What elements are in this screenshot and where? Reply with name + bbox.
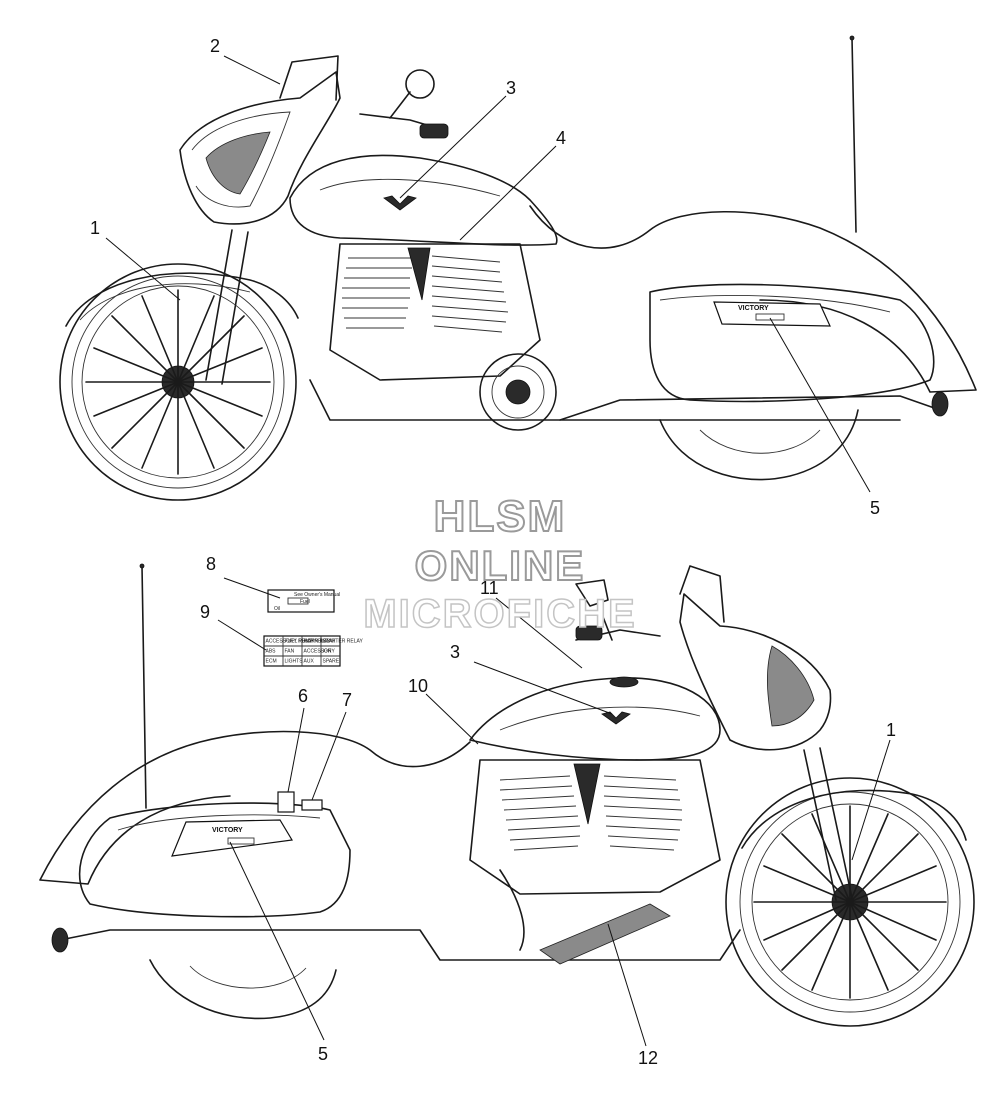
callout-10: 10 <box>408 676 428 696</box>
decal-6 <box>277 791 295 813</box>
exhaust-top <box>309 379 941 421</box>
windshield-top <box>279 55 339 101</box>
callout-7: 7 <box>342 690 352 710</box>
motorcycle-left-view: VICTORY <box>39 563 975 1027</box>
decal-9-cell: SPARE <box>323 659 340 665</box>
decal-9-cell: STARTER RELAY <box>323 639 364 645</box>
tank-logo-decal-top <box>383 195 417 211</box>
engine-top <box>329 243 557 431</box>
callout-2: 2 <box>210 36 220 56</box>
decal-9-cell: FAN <box>285 649 295 655</box>
front-fork-bottom <box>803 747 853 901</box>
leader-lines <box>105 55 891 1047</box>
fairing-top <box>179 71 341 225</box>
antenna-bottom <box>141 565 147 809</box>
decal-9-cell: ABS <box>266 649 277 655</box>
badge-text-bottom: VICTORY <box>212 827 243 834</box>
front-fender-top <box>65 272 299 327</box>
front-fender-bottom <box>741 789 967 849</box>
decal-9-cell: AUX <box>304 659 315 665</box>
decal-8-text-1: See Owner's Manual <box>294 592 340 598</box>
fuel-tank-bottom <box>469 677 721 761</box>
front-wheel-top <box>59 263 297 501</box>
windshield-bottom <box>679 565 725 623</box>
decal-9-cell: HORN RELAY <box>304 639 337 645</box>
mirror-top <box>405 69 435 99</box>
badge-text-top: VICTORY <box>738 305 769 312</box>
decal-9-cell: FUEL PUMP RELAY <box>285 639 331 645</box>
watermark-line-1: HLSM <box>433 491 567 542</box>
tank-logo-decal-bottom <box>601 711 631 725</box>
mirror-bottom <box>575 579 609 607</box>
fuel-tank-top <box>289 154 558 246</box>
decal-9-cell: ACCESSORY RELAY <box>266 639 315 645</box>
front-fork-top <box>205 229 249 385</box>
callout-4: 4 <box>556 128 566 148</box>
decal-9-cell: IGN <box>323 649 332 655</box>
antenna-top <box>851 37 857 233</box>
callout-3-top: 3 <box>506 78 516 98</box>
saddlebag-top <box>649 283 935 403</box>
callout-3-bottom: 3 <box>450 642 460 662</box>
decal-9-cell: LIGHTS <box>285 659 304 665</box>
rear-wheel-bottom <box>149 959 337 1020</box>
decal-9-cell: ACCESSORY <box>304 649 336 655</box>
decal-9-cell: ECM <box>266 659 277 665</box>
decal-8-text-2: Fuel <box>300 599 310 605</box>
callout-1-bottom: 1 <box>886 720 896 740</box>
callout-9: 9 <box>200 602 210 622</box>
decal-7 <box>301 799 323 811</box>
decal-5-bottom <box>227 837 255 845</box>
watermark-line-3: MICROFICHE <box>363 591 637 637</box>
decal-8-detail: See Owner's Manual Fuel Oil <box>267 589 340 613</box>
decal-12-area <box>539 903 671 965</box>
callout-11: 11 <box>480 578 499 598</box>
front-wheel-bottom <box>725 777 975 1027</box>
callout-5-bottom: 5 <box>318 1044 328 1064</box>
motorcycle-right-view: VICTORY <box>59 35 977 501</box>
callout-12: 12 <box>638 1048 658 1068</box>
seat-rear-body-bottom <box>39 730 471 885</box>
rear-wheel-top <box>659 409 859 481</box>
callout-1-top: 1 <box>90 218 100 238</box>
decal-8-text-3: Oil <box>274 606 280 612</box>
callout-numbers: 2 1 3 4 5 8 9 11 3 10 6 7 1 5 12 <box>90 36 896 1068</box>
exhaust-bottom <box>59 929 741 961</box>
decal-5-top <box>755 313 785 321</box>
watermark-line-2: ONLINE <box>414 541 586 590</box>
seat-rear-body-top <box>529 205 977 393</box>
callout-6: 6 <box>298 686 308 706</box>
engine-bottom <box>469 759 721 951</box>
callout-8: 8 <box>206 554 216 574</box>
callout-5-top: 5 <box>870 498 880 518</box>
saddlebag-bottom <box>78 802 351 918</box>
